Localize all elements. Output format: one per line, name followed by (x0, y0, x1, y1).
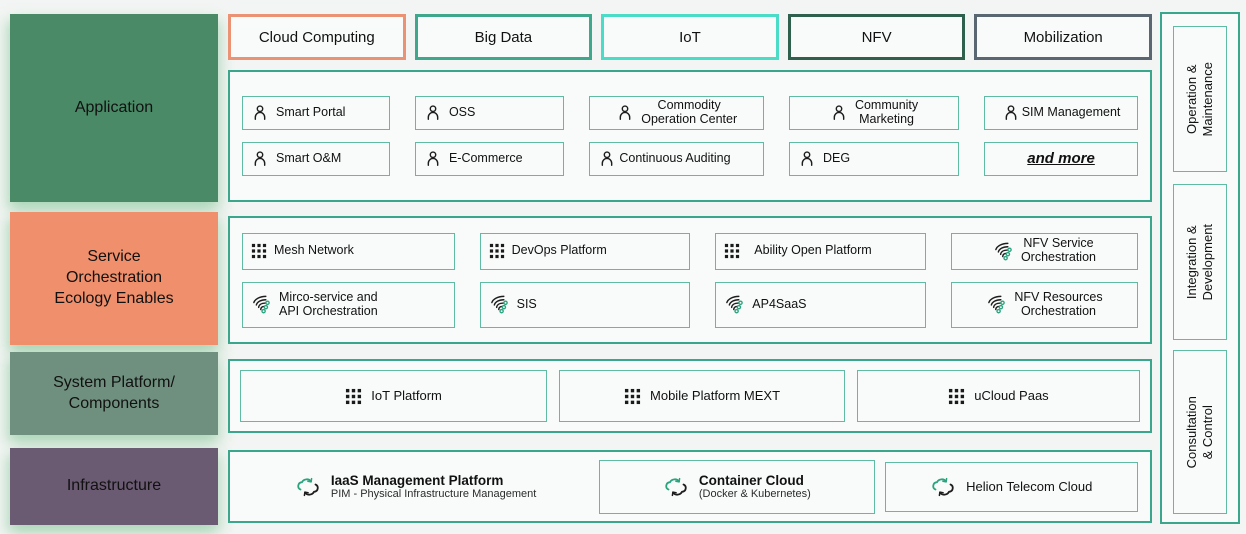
svc-item-label: SIS (516, 296, 537, 311)
infrastructure-section: IaaS Management Platform PIM - Physical … (228, 450, 1152, 523)
svc-item-label: DevOps Platform (511, 243, 607, 258)
svc-item-label: Ability Open Platform (754, 243, 872, 258)
app-item-community-marketing: Community Marketing (788, 96, 960, 130)
chip-mobilization: Mobilization (974, 14, 1152, 60)
svc-item-micro-service-api-orchestration: Mirco-service and API Orchestration (242, 281, 455, 328)
right-sidebar: Operation & Maintenance Integration & De… (1160, 12, 1240, 524)
app-item-label: Continuous Auditing (619, 151, 731, 166)
infra-item-subtitle: (Docker & Kubernetes) (698, 488, 811, 500)
layer-label-application: Application (10, 14, 218, 202)
svc-item-label: Mirco-service and API Orchestration (279, 289, 378, 318)
orchestration-icon (489, 294, 510, 315)
person-icon (251, 104, 269, 122)
sidebar-operation-maintenance: Operation & Maintenance (1173, 26, 1227, 172)
person-icon (830, 104, 848, 122)
sidebar-label: Consultation & Control (1183, 395, 1215, 469)
infra-item-iaas-management-platform: IaaS Management Platform PIM - Physical … (242, 460, 589, 514)
service-orchestration-section: Mesh Network DevOps Platform Ability Ope… (228, 216, 1152, 344)
grid-icon (251, 243, 267, 259)
chip-nfv: NFV (787, 14, 966, 60)
app-item-oss: OSS (414, 96, 565, 130)
plat-item-label: IoT Platform (371, 387, 442, 403)
app-item-label: SIM Management (1021, 105, 1121, 120)
app-item-smart-om: Smart O&M (242, 142, 390, 176)
person-icon (424, 104, 442, 122)
cloud-sync-icon (663, 477, 689, 497)
system-platform-section: IoT Platform Mobile Platform MEXT uCloud… (228, 359, 1152, 433)
svc-item-nfv-service-orchestration: NFV Service Orchestration (950, 232, 1138, 270)
orchestration-icon (986, 294, 1007, 315)
sidebar-consultation-control: Consultation & Control (1173, 350, 1227, 514)
infra-item-title: Container Cloud (698, 473, 804, 488)
grid-icon (948, 388, 965, 405)
svc-item-sis: SIS (479, 281, 691, 328)
layer-label-system-platform: System Platform/ Components (10, 352, 218, 435)
svc-item-ability-open-platform: Ability Open Platform (715, 232, 926, 270)
app-item-label: OSS (448, 105, 476, 120)
grid-icon (624, 388, 641, 405)
app-item-label: Smart Portal (276, 105, 346, 120)
app-item-e-commerce: E-Commerce (414, 142, 565, 176)
plat-item-label: Mobile Platform MEXT (650, 387, 781, 403)
person-icon (1002, 104, 1020, 122)
person-icon (598, 150, 616, 168)
app-item-continuous-auditing: Continuous Auditing (589, 142, 764, 176)
infra-item-helion-telecom-cloud: Helion Telecom Cloud (884, 461, 1138, 512)
person-icon (616, 104, 634, 122)
svc-item-mesh-network: Mesh Network (242, 232, 455, 270)
svc-item-label: NFV Service Orchestration (1020, 236, 1096, 264)
plat-item-mobile-platform-mext: Mobile Platform MEXT (559, 370, 845, 422)
app-item-commodity-operation-center: Commodity Operation Center (589, 96, 764, 130)
cloud-sync-icon (930, 477, 956, 497)
person-icon (251, 150, 269, 168)
app-item-deg: DEG (788, 142, 960, 176)
app-item-label: E-Commerce (448, 151, 523, 166)
svc-item-label: Mesh Network (274, 243, 354, 258)
app-item-label: and more (1027, 149, 1095, 167)
plat-item-ucloud-paas: uCloud Paas (856, 370, 1140, 422)
orchestration-icon (993, 241, 1014, 262)
svc-item-nfv-resources-orchestration: NFV Resources Orchestration (950, 281, 1138, 328)
app-item-label: Commodity Operation Center (641, 98, 738, 126)
sidebar-integration-development: Integration & Development (1173, 184, 1227, 340)
grid-icon (724, 243, 740, 259)
app-item-label: Community Marketing (854, 98, 919, 126)
chip-iot: IoT (601, 14, 779, 60)
app-item-label: DEG (822, 151, 851, 166)
plat-item-iot-platform: IoT Platform (240, 370, 548, 422)
infra-item-title: Helion Telecom Cloud (966, 479, 1093, 494)
app-item-and-more: and more (984, 142, 1138, 176)
orchestration-icon (251, 294, 272, 315)
svc-item-ap4saas: AP4SaaS (715, 281, 926, 328)
grid-icon (345, 388, 362, 405)
app-item-smart-portal: Smart Portal (242, 96, 390, 130)
sidebar-label: Integration & Development (1183, 223, 1216, 301)
svc-item-label: AP4SaaS (752, 296, 807, 311)
application-section: Smart Portal OSS Commodity Operation Cen… (228, 70, 1152, 202)
svc-item-label: NFV Resources Orchestration (1014, 289, 1103, 318)
sidebar-label: Operation & Maintenance (1183, 61, 1216, 137)
svc-item-devops-platform: DevOps Platform (479, 232, 691, 270)
plat-item-label: uCloud Paas (974, 387, 1049, 403)
cloud-sync-icon (295, 477, 321, 497)
grid-icon (489, 243, 505, 259)
chip-cloud-computing: Cloud Computing (228, 14, 406, 60)
chip-big-data: Big Data (414, 14, 593, 60)
infra-item-subtitle: PIM - Physical Infrastructure Management (330, 488, 537, 500)
infra-item-container-cloud: Container Cloud (Docker & Kubernetes) (599, 459, 875, 514)
layer-label-infrastructure: Infrastructure (10, 448, 218, 525)
layer-label-service-orchestration: Service Orchestration Ecology Enables (10, 212, 218, 345)
app-item-label: Smart O&M (276, 151, 342, 166)
person-icon (798, 150, 816, 168)
infra-item-title: IaaS Management Platform (330, 473, 504, 488)
person-icon (424, 150, 442, 168)
category-chips: Cloud Computing Big Data IoT NFV Mobiliz… (228, 14, 1152, 60)
orchestration-icon (724, 294, 745, 315)
app-item-sim-management: SIM Management (984, 96, 1138, 130)
